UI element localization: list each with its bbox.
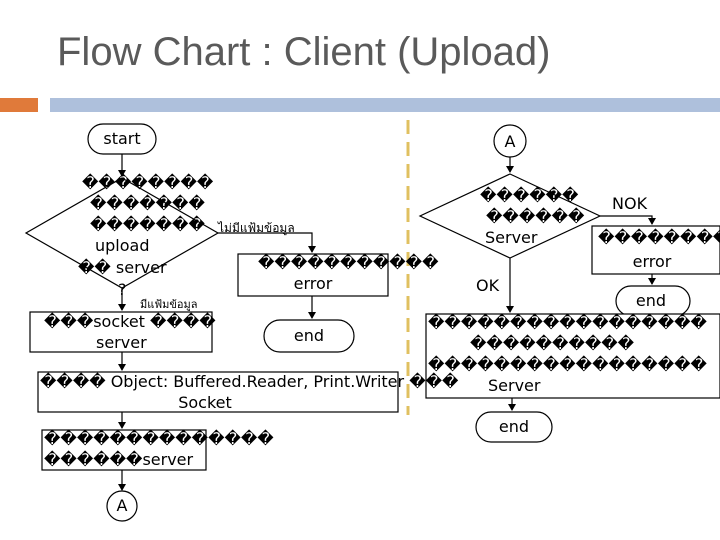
decision-text-line1: �������� <box>82 173 214 192</box>
decision-question-label: ? <box>118 280 127 299</box>
object-text-line2: Socket <box>178 393 232 412</box>
start-label: start <box>103 129 141 148</box>
server-decision-line2: ������ <box>486 207 585 226</box>
title-underline-bar <box>50 98 720 112</box>
error-box-text: ����������� <box>258 253 439 272</box>
slide-title: Flow Chart : Client (Upload) <box>57 30 551 74</box>
end-label-right-2: end <box>498 417 530 436</box>
end-terminator-left <box>263 319 355 353</box>
end-label-left: end <box>293 326 325 345</box>
decision-text-line3: ������� <box>90 215 205 234</box>
end-label-right-1: end <box>635 291 667 310</box>
ok-process-line2: ���������� <box>470 334 635 353</box>
ok-process-line3: ����������������� <box>428 355 707 374</box>
send-process-box <box>41 429 207 471</box>
connector-a-top-label: A <box>504 132 516 151</box>
send-text-line1: �������������� <box>44 429 274 448</box>
nok-label: NOK <box>612 194 648 213</box>
no-file-label: ไม่มีแฟ้มข้อมูล <box>218 221 295 235</box>
send-text-line2: ������server <box>44 450 194 469</box>
end-terminator-right-2 <box>475 411 553 443</box>
decision-text-line2: ������� <box>90 194 205 213</box>
arrow-nok <box>600 215 656 225</box>
title-accent-bar <box>0 98 38 112</box>
decision-upload-label: upload <box>95 236 150 255</box>
ok-process-box <box>425 313 720 399</box>
error-box-label: error <box>293 274 333 293</box>
socket-text-line1: ���socket ���� <box>44 312 216 331</box>
nok-error-box <box>591 225 720 275</box>
decision-server-label: �� server <box>78 258 167 277</box>
ok-label: OK <box>476 276 500 295</box>
server-decision-line1: ������ <box>480 186 579 205</box>
object-process-box <box>37 371 399 413</box>
connector-a-bottom-label: A <box>116 496 128 515</box>
connector-a-bottom <box>106 490 138 522</box>
arrow-no-file <box>218 232 316 253</box>
nok-error-text-line2: error <box>632 252 672 271</box>
error-process-box <box>237 253 389 297</box>
ok-process-server: Server <box>488 376 541 395</box>
nok-error-text-line1: �������� <box>598 228 720 247</box>
object-text-line1: ���� Object: Buffered.Reader, Print.Writ… <box>40 372 459 391</box>
ok-process-line1: ����������������� <box>428 313 707 332</box>
socket-text-line2: server <box>96 333 147 352</box>
file-exists-label: มีแฟ้มข้อมูล <box>140 298 198 311</box>
socket-process-box <box>29 311 213 353</box>
server-decision-server: Server <box>485 228 538 247</box>
